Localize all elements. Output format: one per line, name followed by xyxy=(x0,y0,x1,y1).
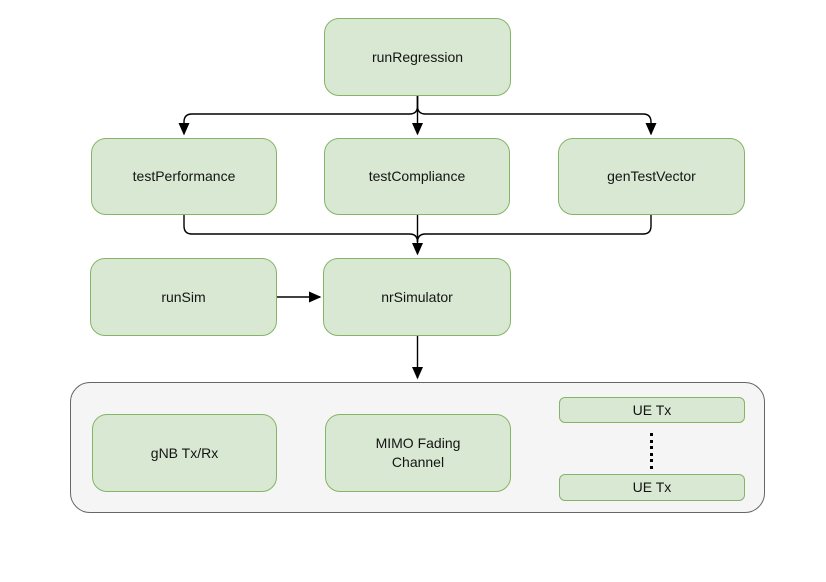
edge-gentestvector-nrsimulator xyxy=(416,215,652,243)
node-runregression: runRegression xyxy=(324,18,511,96)
node-ue-tx-top: UE Tx xyxy=(559,397,745,423)
node-label: runRegression xyxy=(371,48,464,65)
node-runsim: runSim xyxy=(90,258,277,336)
node-label: runSim xyxy=(161,288,206,305)
node-gentestvector: genTestVector xyxy=(558,138,745,215)
vertical-ellipsis-icon xyxy=(650,433,653,469)
node-ue-tx-bottom: UE Tx xyxy=(559,474,745,501)
node-label: gNB Tx/Rx xyxy=(150,444,219,461)
edge-runregression-testperformance xyxy=(178,96,419,136)
node-testcompliance: testCompliance xyxy=(324,138,510,215)
node-label: MIMO Fading Channel xyxy=(375,435,461,470)
node-mimo-fading-channel: MIMO Fading Channel xyxy=(325,414,511,492)
node-label: UE Tx xyxy=(632,401,672,418)
edge-testperformance-nrsimulator xyxy=(183,215,419,243)
edge-runregression-gentestvector xyxy=(416,96,657,136)
node-label: genTestVector xyxy=(607,168,696,185)
node-label: nrSimulator xyxy=(381,288,453,305)
node-testperformance: testPerformance xyxy=(91,138,277,215)
node-label: testPerformance xyxy=(132,168,236,185)
node-nrsimulator: nrSimulator xyxy=(323,258,511,336)
node-label: UE Tx xyxy=(632,479,672,496)
node-gnb-tx-rx: gNB Tx/Rx xyxy=(92,414,277,492)
node-label: testCompliance xyxy=(368,168,466,185)
